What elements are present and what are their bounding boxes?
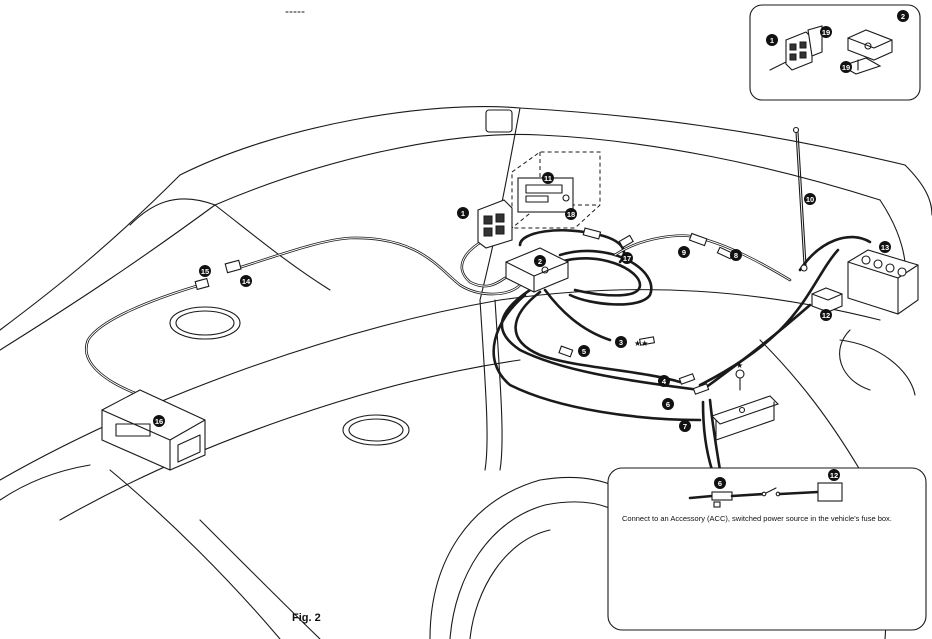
svg-text:19: 19 (842, 63, 850, 72)
callout-10: 10 (804, 193, 816, 205)
connector-5 (558, 345, 574, 358)
svg-text:12: 12 (830, 471, 838, 480)
callout-1-inset: 1 (766, 34, 778, 46)
callout-4: 4 (658, 375, 670, 387)
detail-panel (607, 467, 927, 631)
fuse-box-12 (811, 287, 843, 313)
antenna-10 (792, 126, 808, 272)
callout-1-main: 1 (457, 207, 469, 219)
callout-13: 13 (879, 241, 891, 253)
svg-text:8: 8 (734, 251, 738, 260)
callout-19-inset-b: 19 (840, 61, 852, 73)
callout-6-main: 6 (662, 398, 674, 410)
svg-text:2: 2 (538, 257, 542, 266)
svg-text:6: 6 (718, 479, 722, 488)
callout-12-main: 12 (820, 309, 832, 321)
svg-text:10: 10 (806, 195, 814, 204)
svg-text:16: 16 (155, 417, 163, 426)
connector-15 (194, 277, 210, 291)
connector-9 (688, 232, 708, 247)
callout-9: 9 (678, 246, 690, 258)
callout-7: 7 (679, 420, 691, 432)
callout-12-detail: 12 (828, 469, 840, 481)
callout-2-inset: 2 (897, 10, 909, 22)
double-star-mark: ★★ (634, 339, 648, 348)
connector-6 (692, 383, 710, 395)
connector-4 (678, 373, 696, 385)
connector-17 (618, 234, 634, 249)
callout-11: 11 (542, 172, 554, 184)
callout-15: 15 (199, 265, 211, 277)
callout-16: 16 (153, 415, 165, 427)
svg-text:13: 13 (881, 243, 889, 252)
svg-text:7: 7 (683, 422, 687, 431)
svg-text:6: 6 (666, 400, 670, 409)
head-unit-11 (511, 151, 601, 229)
callout-18: 18 (565, 208, 577, 220)
interface-box-2 (505, 247, 569, 293)
svg-text:5: 5 (582, 347, 586, 356)
callout-14: 14 (240, 275, 252, 287)
svg-text:15: 15 (201, 267, 209, 276)
svg-text:18: 18 (567, 210, 575, 219)
svg-text:1: 1 (461, 209, 465, 218)
ground-screw (735, 369, 745, 391)
connector-14 (224, 259, 242, 274)
svg-text:17: 17 (623, 254, 631, 263)
callout-8: 8 (730, 249, 742, 261)
inset-panel (749, 4, 921, 101)
cd-changer-16 (101, 389, 206, 471)
svg-text:14: 14 (242, 277, 251, 286)
svg-text:9: 9 (682, 248, 686, 257)
svg-text:4: 4 (662, 377, 667, 386)
callout-3: 3 (615, 336, 627, 348)
mounting-bracket (710, 395, 780, 441)
svg-text:3: 3 (619, 338, 623, 347)
callout-2-main: 2 (534, 255, 546, 267)
svg-text:2: 2 (901, 12, 905, 21)
single-star-mark: ★ (736, 361, 743, 370)
remote-switch-1 (477, 199, 513, 249)
speaker-left (169, 306, 241, 340)
callout-5: 5 (578, 345, 590, 357)
connector-18 (582, 227, 602, 240)
speaker-right (342, 414, 410, 446)
svg-text:19: 19 (822, 28, 830, 37)
battery-13 (847, 249, 919, 315)
callout-6-detail: 6 (714, 477, 726, 489)
detail-note: Connect to an Accessory (ACC), switched … (622, 514, 892, 523)
svg-text:11: 11 (544, 174, 552, 183)
svg-text:1: 1 (770, 36, 774, 45)
svg-text:12: 12 (822, 311, 830, 320)
callout-17: 17 (621, 252, 633, 264)
figure-caption: Fig. 2 (292, 612, 321, 624)
callout-19-inset-a: 19 (820, 26, 832, 38)
connector-3 (638, 336, 656, 346)
